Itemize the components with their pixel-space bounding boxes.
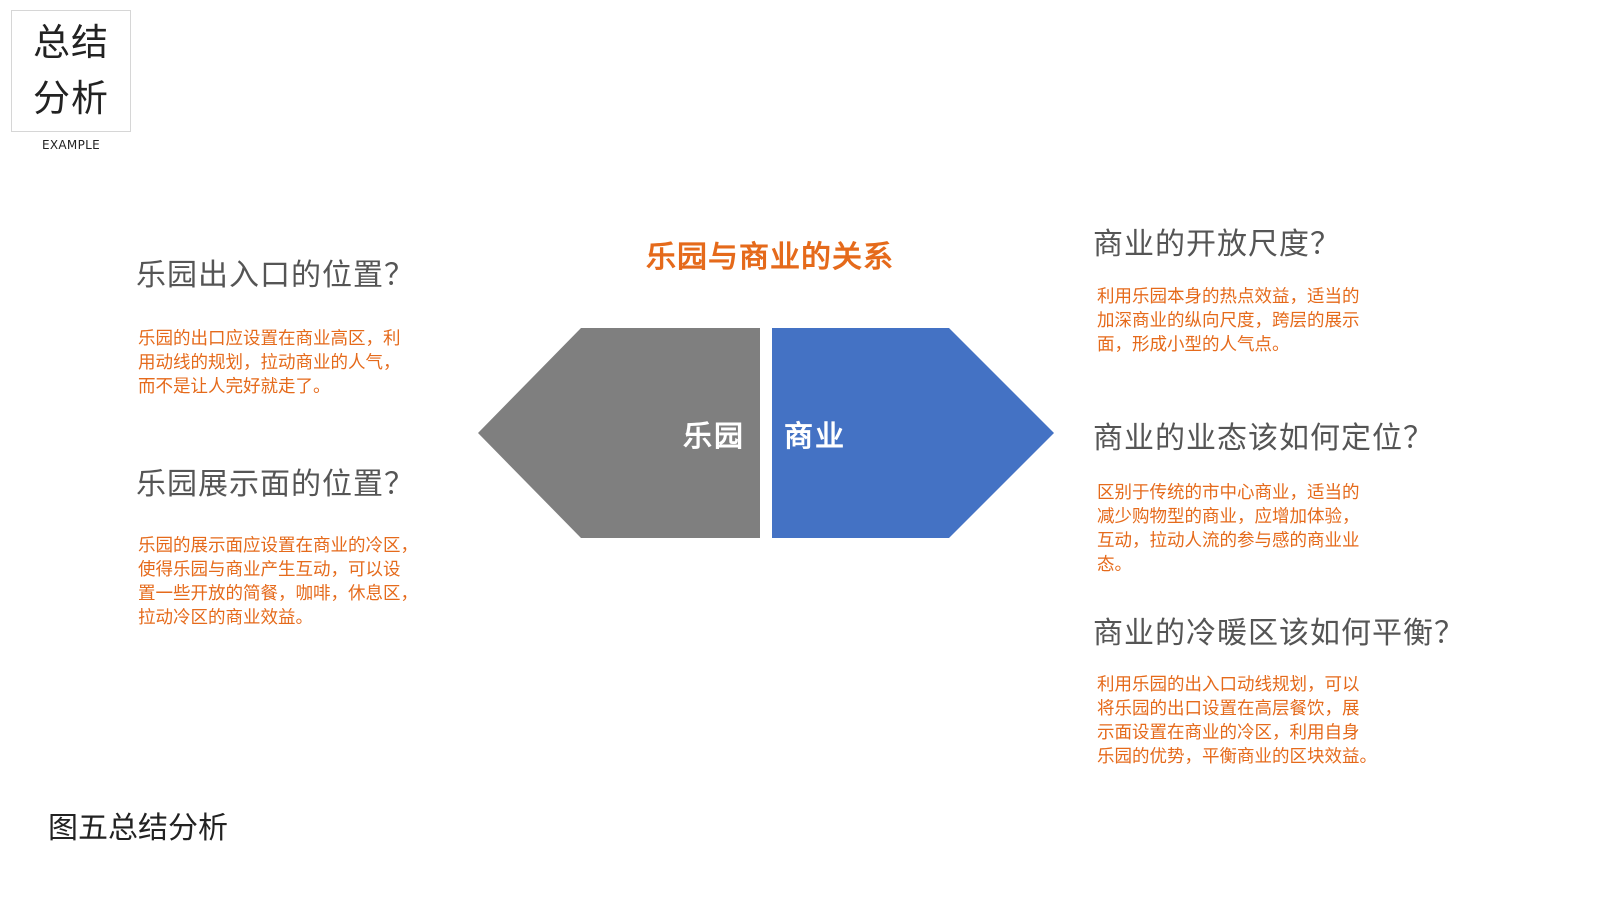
paragraph-line: 使得乐园与商业产生互动，可以设 (138, 560, 401, 580)
paragraph-line: 将乐园的出口设置在高层餐饮，展 (1097, 699, 1360, 719)
paragraph-line: 示面设置在商业的冷区，利用自身 (1097, 723, 1360, 743)
paragraph-line: 减少购物型的商业，应增加体验， (1097, 507, 1360, 527)
corner-title-box: 总结 分析 (11, 10, 131, 132)
paragraph-line: 乐园的出口应设置在商业高区，利 (138, 329, 401, 349)
corner-title-line2: 分析 (33, 77, 109, 120)
right-paragraph-2: 区别于传统的市中心商业，适当的 减少购物型的商业，应增加体验， 互动，拉动人流的… (1097, 481, 1360, 577)
commerce-arrow-shape (772, 328, 1054, 538)
paragraph-line: 拉动冷区的商业效益。 (138, 608, 313, 628)
paragraph-line: 区别于传统的市中心商业，适当的 (1097, 483, 1360, 503)
paragraph-line: 用动线的规划，拉动商业的人气， (138, 353, 401, 373)
right-paragraph-1: 利用乐园本身的热点效益，适当的 加深商业的纵向尺度，跨层的展示 面，形成小型的人… (1097, 285, 1360, 357)
paragraph-line: 乐园的展示面应设置在商业的冷区， (138, 536, 418, 556)
paragraph-line: 面，形成小型的人气点。 (1097, 335, 1290, 355)
left-heading-2: 乐园展示面的位置？ (136, 467, 415, 502)
right-heading-3: 商业的冷暖区该如何平衡？ (1093, 616, 1465, 651)
commerce-label: 商业 (784, 419, 847, 453)
right-paragraph-3: 利用乐园的出入口动线规划，可以 将乐园的出口设置在高层餐饮，展 示面设置在商业的… (1097, 673, 1377, 769)
right-heading-1: 商业的开放尺度？ (1093, 227, 1341, 262)
diagram-title: 乐园与商业的关系 (646, 240, 894, 275)
right-heading-2: 商业的业态该如何定位？ (1093, 421, 1434, 456)
diagram-shapes (478, 328, 1054, 538)
park-arrow-shape (478, 328, 760, 538)
paragraph-line: 利用乐园本身的热点效益，适当的 (1097, 287, 1360, 307)
paragraph-line: 态。 (1097, 555, 1132, 575)
paragraph-line: 加深商业的纵向尺度，跨层的展示 (1097, 311, 1360, 331)
paragraph-line: 互动，拉动人流的参与感的商业业 (1097, 531, 1360, 551)
figure-caption: 图五总结分析 (48, 811, 228, 846)
corner-title-line1: 总结 (33, 21, 109, 64)
corner-subtitle: EXAMPLE (42, 138, 100, 152)
left-paragraph-2: 乐园的展示面应设置在商业的冷区， 使得乐园与商业产生互动，可以设 置一些开放的简… (138, 534, 418, 630)
left-paragraph-1: 乐园的出口应设置在商业高区，利 用动线的规划，拉动商业的人气， 而不是让人完好就… (138, 327, 401, 399)
paragraph-line: 乐园的优势，平衡商业的区块效益。 (1097, 747, 1377, 767)
paragraph-line: 置一些开放的简餐，咖啡，休息区， (138, 584, 418, 604)
paragraph-line: 而不是让人完好就走了。 (138, 377, 331, 397)
relationship-diagram: 乐园 商业 (478, 328, 1054, 538)
paragraph-line: 利用乐园的出入口动线规划，可以 (1097, 675, 1360, 695)
left-heading-1: 乐园出入口的位置？ (136, 258, 415, 293)
park-label: 乐园 (683, 419, 746, 453)
